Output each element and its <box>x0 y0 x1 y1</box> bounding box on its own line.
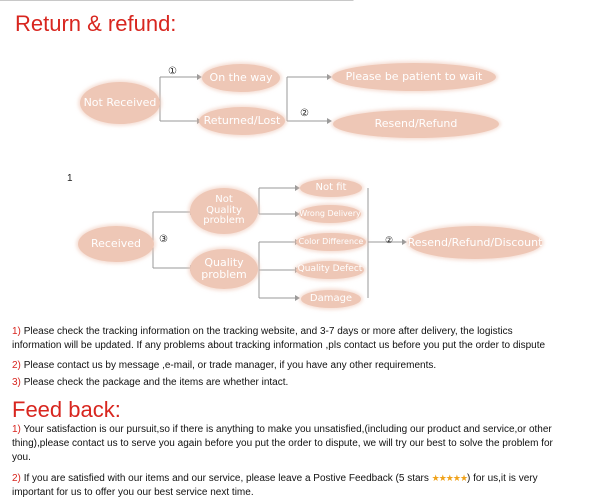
marker-1: ① <box>168 66 177 77</box>
oval-not-received: Not Received <box>80 82 160 124</box>
item-text: Please check the package and the items a… <box>23 377 289 388</box>
feedback-title: Feed back: <box>12 397 121 422</box>
patient-label: Please be patient to wait <box>345 70 483 84</box>
oval-wrong-delivery: Wrong Delivery <box>299 205 361 223</box>
oval-quality-problem: Quality problem <box>190 249 258 289</box>
quality-line1: Quality <box>204 256 244 270</box>
damage-label: Damage <box>309 292 353 304</box>
oval-resend-refund-discount: Resend/Refund/Discount <box>408 226 542 259</box>
oval-returned-lost: Returned/Lost <box>199 107 285 135</box>
oval-damage: Damage <box>301 290 361 308</box>
oval-patient: Please be patient to wait <box>332 63 496 91</box>
feedback-item-1: 1) Your satisfaction is our pursuit,so i… <box>12 423 584 465</box>
quality-line2: problem <box>201 268 247 281</box>
diagram-number: 1 <box>67 173 73 184</box>
item-number: 1) <box>12 424 21 435</box>
item-text-1b: ) for us,it is very <box>467 473 538 484</box>
returned-lost-label: Returned/Lost <box>203 114 281 128</box>
not-quality-line3: problem <box>203 215 245 227</box>
arrow-icon <box>402 239 407 245</box>
return-item-1: 1) Please check the tracking information… <box>12 325 584 353</box>
oval-quality-defect: Quality Defect <box>296 261 364 279</box>
wrong-delivery-label: Wrong Delivery <box>299 208 361 218</box>
oval-received: Received <box>78 226 154 262</box>
color-difference-label: Color Difference <box>298 236 364 246</box>
item-text-cont: information will be updated. If any prob… <box>12 340 546 351</box>
arrow-icon <box>295 295 300 301</box>
marker-2: ② <box>300 108 309 119</box>
arrow-icon <box>295 185 300 191</box>
top-divider <box>0 0 589 1</box>
oval-resend-refund: Resend/Refund <box>333 110 499 138</box>
not-fit-label: Not fit <box>315 181 347 193</box>
item-text-2: thing),please contact us to serve you ag… <box>12 438 553 449</box>
marker-2b: ② <box>385 235 394 245</box>
item-text-3: you. <box>12 452 31 463</box>
arrow-icon <box>327 74 332 80</box>
return-item-3: 3) Please check the package and the item… <box>12 376 584 390</box>
five-stars-icon: ★★★★★ <box>431 473 468 483</box>
item-number: 2) <box>12 360 21 371</box>
marker-3: ③ <box>159 234 168 245</box>
arrow-icon <box>197 74 202 80</box>
quality-defect-label: Quality Defect <box>297 264 363 275</box>
item-text: Please check the tracking information on… <box>23 326 513 337</box>
not-quality-line2: Quality <box>206 204 242 216</box>
item-text-1a: If you are satisfied with our items and … <box>23 473 432 484</box>
item-number: 2) <box>12 473 21 484</box>
arrow-icon <box>295 211 300 217</box>
resend-refund-label: Resend/Refund <box>374 117 458 131</box>
item-number: 1) <box>12 326 21 337</box>
item-number: 3) <box>12 377 21 388</box>
return-item-2: 2) Please contact us by message ,e-mail,… <box>12 359 584 373</box>
item-text: Please contact us by message ,e-mail, or… <box>23 360 437 371</box>
oval-not-fit: Not fit <box>300 179 362 197</box>
on-the-way-label: On the way <box>209 71 273 85</box>
item-text-1: Your satisfaction is our pursuit,so if t… <box>23 424 552 435</box>
feedback-item-2: 2) If you are satisfied with our items a… <box>12 471 584 500</box>
oval-on-the-way: On the way <box>202 64 280 92</box>
oval-not-quality-problem: Not Quality problem <box>190 188 258 234</box>
result-label: Resend/Refund/Discount <box>407 235 543 249</box>
item-text-2: important for us to offer you our best s… <box>12 487 254 498</box>
oval-color-difference: Color Difference <box>296 233 366 251</box>
not-quality-line1: Not <box>215 194 233 206</box>
not-received-label: Not Received <box>83 96 157 110</box>
arrow-icon <box>327 118 332 124</box>
return-refund-title: Return & refund: <box>15 11 177 36</box>
received-label: Received <box>90 237 142 251</box>
